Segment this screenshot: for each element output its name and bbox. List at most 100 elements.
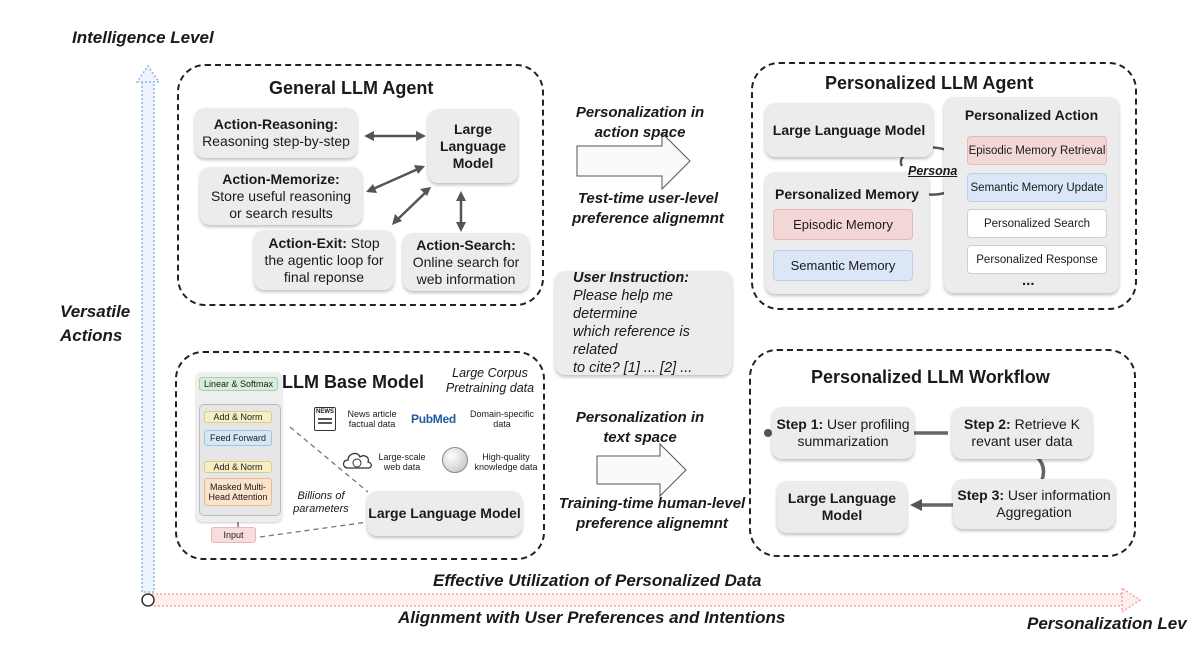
action-chip-semantic-update: Semantic Memory Update <box>967 173 1107 202</box>
y-mid-label-line2: Actions <box>60 326 123 345</box>
wiki-line2: knowledge data <box>474 462 538 472</box>
action-search-line2: web information <box>416 270 516 287</box>
corpus-line2: Pretraining data <box>445 381 535 395</box>
add-norm-layer-2: Add & Norm <box>204 411 272 423</box>
action-chip-personalized-search: Personalized Search <box>967 209 1107 238</box>
workflow-llm-box: Large Language Model <box>777 481 907 533</box>
billions-line2: parameters <box>293 503 349 515</box>
general-agent-title: General LLM Agent <box>269 78 434 98</box>
action-search-line1: Online search for <box>412 253 520 270</box>
action-more-ellipsis: ... <box>1022 272 1035 289</box>
corpus-label: Large Corpus Pretraining data <box>440 366 540 396</box>
billions-label: Billions of parameters <box>288 490 354 516</box>
general-llm-line2: Language <box>439 137 507 154</box>
personalized-agent-title: Personalized LLM Agent <box>825 73 1034 93</box>
persona-label: Persona <box>908 164 958 178</box>
action-exit-box: Action-Exit: Stop the agentic loop for f… <box>254 230 394 290</box>
personalized-agent-panel <box>751 62 1137 310</box>
workflow-title: Personalized LLM Workflow <box>811 367 1050 387</box>
base-model-title: LLM Base Model <box>282 372 425 392</box>
news-icon: NEWS <box>314 407 336 431</box>
personalized-action-title: Personalized Action <box>964 107 1099 123</box>
workflow-llm-line1: Large Language <box>787 490 897 506</box>
base-model-connectors <box>259 426 369 538</box>
text-space-label: Personalization in text space <box>560 408 720 448</box>
training-time-label: Training-time human-level preference ali… <box>544 494 760 534</box>
news-icon-label: NEWS <box>316 409 334 415</box>
web-line1: Large-scale <box>378 452 426 462</box>
action-space-line1: Personalization in <box>575 104 705 121</box>
step3-line2: Aggregation <box>996 504 1072 520</box>
action-search-title: Action-Search: <box>416 236 516 253</box>
workflow-arrowhead <box>910 499 922 511</box>
action-exit-title: Action-Exit: <box>268 234 347 251</box>
test-time-line2: preference alignemnt <box>572 210 724 227</box>
step2-line2: revant user data <box>971 433 1073 449</box>
step1-line1: User profiling <box>823 416 910 432</box>
pubmed-icon: PubMed <box>411 412 456 426</box>
episodic-memory-chip: Episodic Memory <box>773 209 913 240</box>
wiki-label: High-quality knowledge data <box>470 452 542 472</box>
arrow-text-space <box>596 442 687 498</box>
x-axis-label-bottom: Alignment with User Preferences and Inte… <box>398 608 786 627</box>
user-instruction-title: User Instruction: <box>573 270 690 286</box>
feed-forward-layer: Feed Forward <box>204 430 272 446</box>
action-exit-line2: the agentic loop for <box>264 251 384 268</box>
workflow-step2-box: Step 2: Retrieve K revant user data <box>952 407 1092 459</box>
test-time-line1: Test-time user-level <box>577 190 719 207</box>
x-axis-label: Personalization Lev <box>1027 614 1187 633</box>
step3-label: Step 3: <box>957 487 1005 503</box>
action-memorize-box: Action-Memorize: Store useful reasoning … <box>200 167 362 225</box>
web-line2: web data <box>383 462 421 472</box>
news-label: News article factual data <box>339 409 405 429</box>
action-reasoning-box: Action-Reasoning: Reasoning step-by-step <box>195 108 357 158</box>
test-time-label: Test-time user-level preference alignemn… <box>550 189 746 229</box>
corpus-line1: Large Corpus <box>452 366 528 380</box>
general-llm-line3: Model <box>452 154 494 171</box>
action-space-label: Personalization in action space <box>560 103 720 143</box>
base-llm-box: Large Language Model <box>367 491 522 536</box>
user-instruction-line2: which reference is related <box>573 324 690 358</box>
base-model-panel <box>175 351 545 560</box>
training-time-line1: Training-time human-level <box>558 495 746 512</box>
news-line2: factual data <box>348 419 396 429</box>
cloud-web-icon <box>340 448 374 472</box>
y-mid-label-line1: Versatile <box>60 302 131 321</box>
workflow-start-dot <box>764 429 772 437</box>
y-axis-arrow <box>135 64 161 593</box>
masked-attention-layer: Masked Multi- Head Attention <box>204 478 272 506</box>
step3-line1: User information <box>1004 487 1111 503</box>
action-exit-line1: Stop <box>346 234 380 251</box>
user-instruction-box: User Instruction: Please help me determi… <box>555 270 732 376</box>
workflow-llm-line2: Model <box>821 507 863 523</box>
action-memorize-line1: Store useful reasoning <box>210 187 352 204</box>
general-llm-box: Large Language Model <box>428 109 518 183</box>
user-instruction-line3: to cite? [1] ... [2] ... <box>573 360 693 376</box>
action-chip-episodic-retrieval: Episodic Memory Retrieval <box>967 136 1107 165</box>
personalized-memory-title: Personalized Memory <box>775 186 919 202</box>
web-label: Large-scale web data <box>372 452 432 472</box>
action-memorize-title: Action-Memorize: <box>222 170 340 187</box>
add-norm-layer-1: Add & Norm <box>204 461 272 473</box>
step2-line1: Retrieve K <box>1010 416 1080 432</box>
domain-line2: data <box>493 419 511 429</box>
y-axis-label: Intelligence Level <box>72 28 214 47</box>
linear-softmax-layer: Linear & Softmax <box>199 377 278 391</box>
action-reasoning-title: Action-Reasoning: <box>213 116 339 132</box>
general-llm-line1: Large <box>453 120 493 137</box>
x-axis-label-top: Effective Utilization of Personalized Da… <box>433 571 762 590</box>
action-chip-personalized-response: Personalized Response <box>967 245 1107 274</box>
personalized-llm-box: Large Language Model <box>765 103 933 157</box>
domain-line1: Domain-specific <box>469 409 535 419</box>
workflow-step1-box: Step 1: User profiling summarization <box>772 407 914 459</box>
action-exit-line3: final reponse <box>283 268 365 285</box>
axis-origin <box>141 593 155 607</box>
action-reasoning-text: Reasoning step-by-step <box>202 133 350 149</box>
semantic-memory-chip: Semantic Memory <box>773 250 913 281</box>
action-memorize-line2: or search results <box>229 204 333 221</box>
arrow-action-space <box>576 131 691 191</box>
attention-line2: Head Attention <box>208 492 268 502</box>
step2-label: Step 2: <box>964 416 1011 432</box>
action-search-box: Action-Search: Online search for web inf… <box>403 233 529 291</box>
